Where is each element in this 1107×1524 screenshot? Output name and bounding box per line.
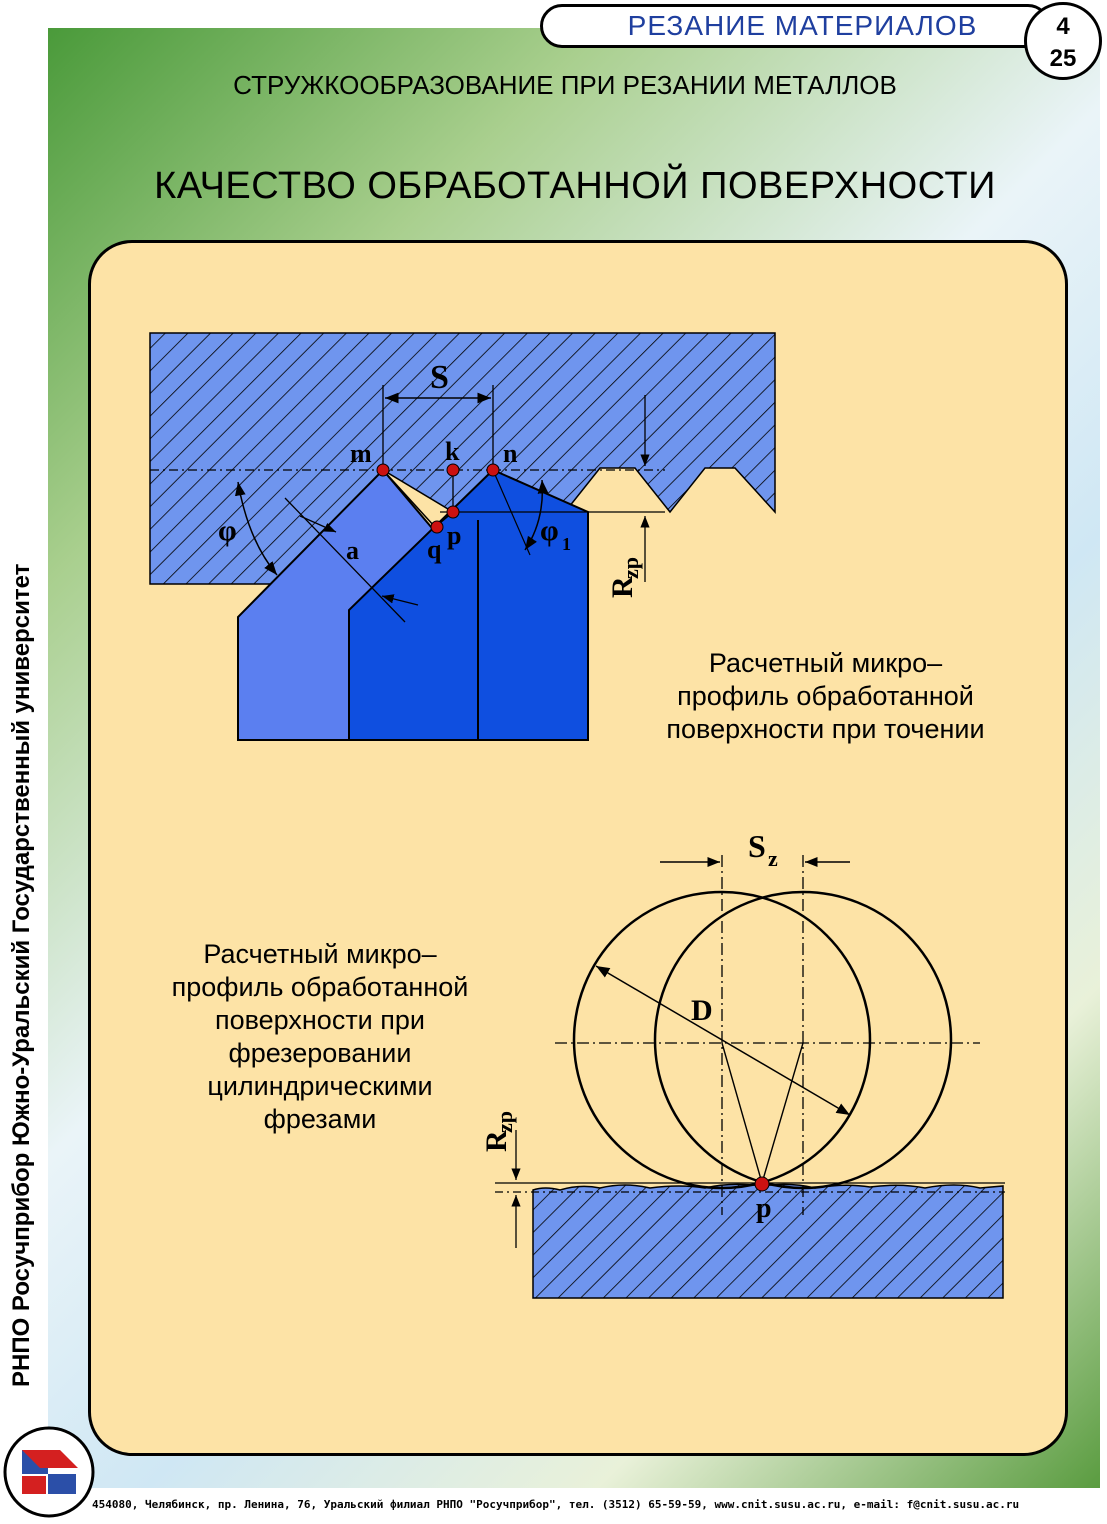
label-diameter-d: D [691,994,713,1027]
label-phi1: φ [540,514,559,547]
label-sz: S [748,828,766,864]
point-m [376,463,390,477]
header-title: РЕЗАНИЕ МАТЕРИАЛОВ [627,10,978,41]
turning-caption-line: Расчетный микро– [708,648,943,678]
label-feed-s: S [430,359,449,396]
label-rzp-milling: R [480,1130,513,1152]
milling-caption-line: Расчетный микро– [203,939,437,969]
header-banner [540,4,1050,48]
label-a: a [346,536,359,565]
page-title: КАЧЕСТВО ОБРАБОТАННОЙ ПОВЕРХНОСТИ [154,165,996,207]
label-phi1-sub: 1 [562,534,571,554]
rnpo-logo [3,1426,95,1518]
turning-diagram: S m k n q p a φ φ 1 R zp [149,332,776,741]
label-p: p [447,521,461,550]
label-m: m [350,439,372,468]
milling-diagram: S z D p R zp [480,828,1005,1299]
workpiece-milling [532,1183,1004,1299]
milling-caption-line: поверхности при [214,1005,425,1035]
label-sz-sub: z [768,846,778,871]
point-p [446,505,460,519]
milling-caption: Расчетный микро– профиль обработанной по… [140,938,500,1136]
page-total: 25 [1049,45,1077,72]
milling-caption-line: цилиндрическими [207,1071,433,1101]
label-rzp-milling-sub: zp [492,1111,517,1133]
milling-caption-line: профиль обработанной [171,972,469,1002]
label-rzp-turning: R [606,576,639,598]
milling-caption-line: фрезеровании [228,1038,412,1068]
turning-caption-line: профиль обработанной [677,681,974,711]
label-n: n [503,439,518,468]
point-q [430,520,444,534]
milling-caption-line: фрезами [263,1104,377,1134]
label-phi: φ [218,514,237,547]
label-q: q [427,535,442,564]
turning-caption: Расчетный микро– профиль обработанной по… [638,647,1013,746]
point-n [486,463,500,477]
label-rzp-turning-sub: zp [618,557,643,579]
page-subtitle: СТРУЖКООБРАЗОВАНИЕ ПРИ РЕЗАНИИ МЕТАЛЛОВ [233,70,897,100]
footer-contact: 454080, Челябинск, пр. Ленина, 76, Ураль… [92,1498,1020,1511]
page-current: 4 [1056,13,1070,40]
label-k: k [445,437,460,466]
point-p-milling [754,1176,770,1192]
turning-caption-line: поверхности при точении [666,714,985,744]
label-p-milling: p [756,1193,772,1224]
page-number-badge: 4 25 [1024,2,1102,80]
point-k [446,463,460,477]
